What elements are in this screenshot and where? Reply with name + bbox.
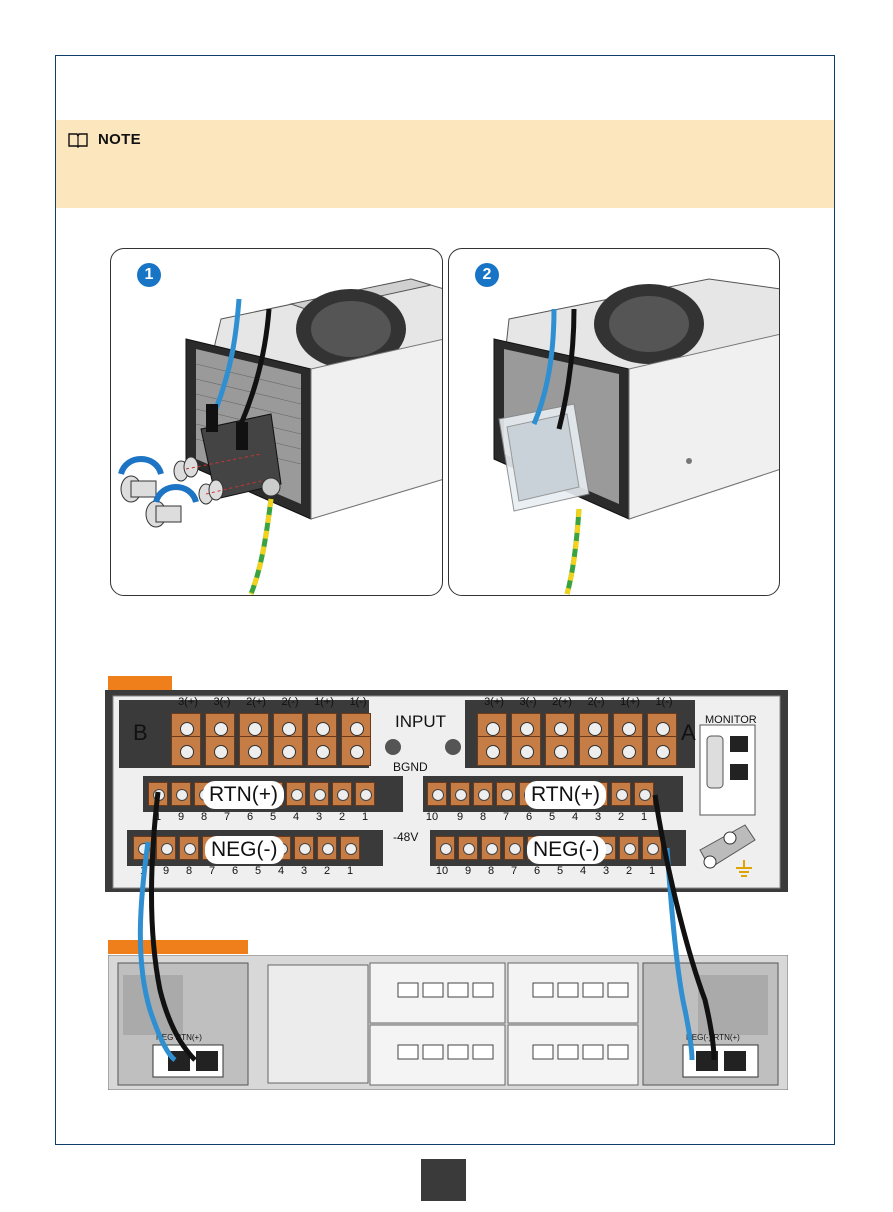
neg-left-num: 7 bbox=[208, 865, 216, 877]
neg-right-num: 6 bbox=[533, 865, 541, 877]
rtn-right-num: 4 bbox=[571, 811, 579, 823]
top-left-label: 2(+) bbox=[246, 696, 266, 708]
neg-left-num: 3 bbox=[300, 865, 308, 877]
top-left-label: 2(-) bbox=[281, 696, 299, 708]
rtn-left-num: 9 bbox=[177, 811, 185, 823]
page-frame bbox=[55, 55, 835, 1145]
rtn-callout-left: RTN(+) bbox=[203, 781, 285, 809]
neg-left-num: 1 bbox=[346, 865, 354, 877]
rtn-left-num: 6 bbox=[246, 811, 254, 823]
monitor-label: MONITOR bbox=[705, 714, 757, 726]
step-1-illustration: 1 bbox=[110, 248, 443, 596]
note-box: NOTE bbox=[56, 120, 834, 208]
neg-left-num: 8 bbox=[185, 865, 193, 877]
book-icon bbox=[68, 133, 88, 148]
rtn-right-num: 8 bbox=[479, 811, 487, 823]
side-a-label: A bbox=[681, 720, 696, 745]
top-right-label: 3(+) bbox=[484, 696, 504, 708]
neg-right-num: 10 bbox=[435, 865, 449, 877]
rtn-right-num: 6 bbox=[525, 811, 533, 823]
top-left-label: 1(-) bbox=[349, 696, 367, 708]
pdu-panel: 3(+) 3(-) 2(+) 2(-) 1(+) 1(-) 3(+) 3(-) … bbox=[105, 690, 788, 892]
neg-right-num: 4 bbox=[579, 865, 587, 877]
neg-left-num: 4 bbox=[277, 865, 285, 877]
pdu-highlight-tab bbox=[108, 676, 172, 690]
neg-right-num: 1 bbox=[648, 865, 656, 877]
neg-callout-right: NEG(-) bbox=[527, 836, 606, 864]
rtn-right-num: 2 bbox=[617, 811, 625, 823]
page-number-block bbox=[421, 1159, 466, 1201]
rtn-right-num: 7 bbox=[502, 811, 510, 823]
neg-right-num: 7 bbox=[510, 865, 518, 877]
rtn-left-num: 4 bbox=[292, 811, 300, 823]
pdu-top-terminals-left-2 bbox=[171, 736, 375, 766]
neg-right-num: 9 bbox=[464, 865, 472, 877]
note-label: NOTE bbox=[98, 131, 141, 148]
step-2-illustration: 2 bbox=[448, 248, 780, 596]
rtn-left-num: 2 bbox=[338, 811, 346, 823]
rtn-left-num: 5 bbox=[269, 811, 277, 823]
rtn-left-num: 3 bbox=[315, 811, 323, 823]
top-left-label: 3(+) bbox=[178, 696, 198, 708]
top-right-label: 2(+) bbox=[552, 696, 572, 708]
rtn-left-num: 8 bbox=[200, 811, 208, 823]
top-right-label: 1(+) bbox=[620, 696, 640, 708]
rtn-callout-right: RTN(+) bbox=[525, 781, 607, 809]
top-left-label: 1(+) bbox=[314, 696, 334, 708]
side-b-label: B bbox=[133, 720, 148, 745]
neg-right-num: 3 bbox=[602, 865, 610, 877]
neg-left-num: 2 bbox=[323, 865, 331, 877]
rtn-left-num: 1 bbox=[361, 811, 369, 823]
rtn-left-num: 1 bbox=[154, 811, 162, 823]
rtn-right-num: 9 bbox=[456, 811, 464, 823]
neg-left-num: 5 bbox=[254, 865, 262, 877]
rtn-right-num: 5 bbox=[548, 811, 556, 823]
neg-callout-left: NEG(-) bbox=[205, 836, 284, 864]
top-left-label: 3(-) bbox=[213, 696, 231, 708]
step-2-badge: 2 bbox=[475, 263, 499, 287]
psu-cover-installed-drawing bbox=[493, 278, 779, 595]
neg-left-num: 9 bbox=[162, 865, 170, 877]
neg-right-num: 5 bbox=[556, 865, 564, 877]
step-1-badge: 1 bbox=[137, 263, 161, 287]
top-right-label: 2(-) bbox=[587, 696, 605, 708]
psu-cable-attach-drawing bbox=[118, 278, 442, 595]
top-right-label: 3(-) bbox=[519, 696, 537, 708]
input-label: INPUT bbox=[395, 712, 446, 731]
rtn-left-num: 7 bbox=[223, 811, 231, 823]
ground-icon bbox=[736, 860, 752, 877]
rtn-right-num: 3 bbox=[594, 811, 602, 823]
voltage-label: -48V bbox=[393, 830, 419, 844]
bgnd-label: BGND bbox=[393, 760, 428, 774]
rtn-right-num: 10 bbox=[425, 811, 439, 823]
rtn-right-num: 1 bbox=[640, 811, 648, 823]
neg-left-num: 6 bbox=[231, 865, 239, 877]
neg-right-num: 2 bbox=[625, 865, 633, 877]
pdu-top-terminals-right-2 bbox=[477, 736, 681, 766]
neg-right-num: 8 bbox=[487, 865, 495, 877]
pdu-top-terminals-left bbox=[171, 713, 375, 743]
top-right-label: 1(-) bbox=[655, 696, 673, 708]
